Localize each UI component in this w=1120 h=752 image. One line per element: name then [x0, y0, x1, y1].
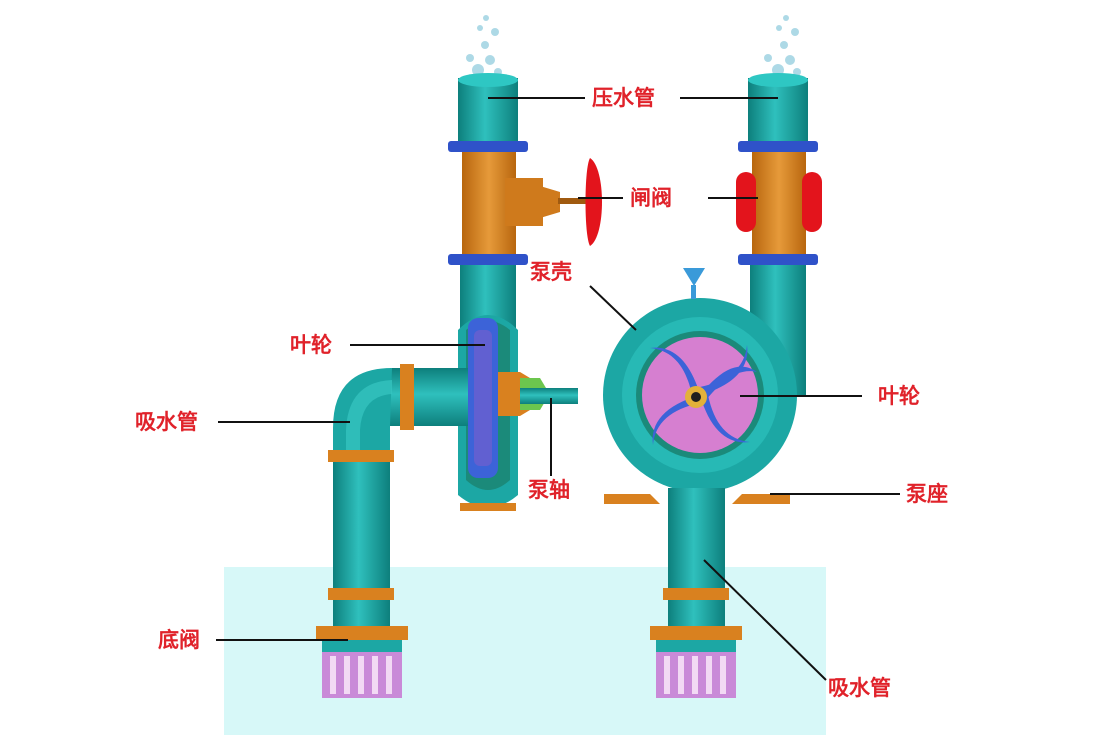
pump-base-foot-right — [732, 494, 790, 504]
discharge-pipe-left — [458, 78, 518, 148]
blue-flange-right-bottom — [738, 254, 818, 265]
water-spray-right — [764, 15, 801, 76]
blue-flange-left-bottom — [448, 254, 528, 265]
discharge-pipe-left-mouth — [458, 73, 518, 87]
foot-valve-neck-right — [668, 600, 725, 628]
casing-foot-left — [460, 503, 516, 511]
blue-flange-right-top — [738, 141, 818, 152]
suction-vertical-left — [333, 462, 390, 590]
priming-funnel — [683, 268, 705, 286]
foot-valve-body-left — [322, 640, 402, 652]
gate-valve-handwheel-left — [585, 158, 602, 246]
strainer-right — [656, 652, 736, 698]
leader-casing — [589, 285, 637, 331]
gate-valve-wheel-right-half — [802, 172, 822, 232]
water-spray-left — [466, 15, 502, 76]
pump-shaft-side — [520, 388, 578, 404]
foot-valve-neck-left — [333, 600, 390, 628]
gate-valve-wheel-left-half — [736, 172, 756, 232]
label-pump-casing: 泵壳 — [530, 260, 572, 284]
orange-flange-right-v — [663, 588, 729, 600]
impeller-side-core — [474, 330, 492, 466]
foot-valve-flange-left — [316, 626, 408, 640]
foot-valve-body-right — [656, 640, 736, 652]
label-impeller-side: 叶轮 — [290, 333, 332, 357]
label-gate-valve: 闸阀 — [630, 186, 672, 210]
foot-valve-flange-right — [650, 626, 742, 640]
pump-base-foot-left — [604, 494, 660, 504]
valve-bonnet-left — [540, 186, 560, 218]
label-suction-pipe-left: 吸水管 — [135, 410, 198, 434]
priming-funnel-stem — [691, 285, 696, 299]
label-pump-base: 泵座 — [906, 482, 948, 506]
label-discharge-pipe: 压水管 — [592, 86, 655, 110]
discharge-pipe-right-mouth — [748, 73, 808, 87]
blue-flange-left-top — [448, 141, 528, 152]
strainer-left — [322, 652, 402, 698]
leader-lines — [216, 97, 900, 681]
orange-flange-suction-v2 — [328, 588, 394, 600]
gate-valve-body-right — [752, 152, 806, 255]
tee-branch — [505, 178, 543, 226]
suction-elbow-highlight — [346, 380, 392, 460]
label-impeller-front: 叶轮 — [878, 384, 920, 408]
label-pump-shaft: 泵轴 — [528, 478, 570, 502]
valve-stem-left — [558, 198, 594, 204]
discharge-pipe-right — [748, 78, 808, 148]
orange-flange-suction-h — [400, 364, 414, 430]
label-suction-pipe-right: 吸水管 — [828, 676, 891, 700]
orange-flange-suction-v1 — [328, 450, 394, 462]
shaft-front — [691, 392, 701, 402]
suction-vertical-right — [668, 488, 725, 590]
label-foot-valve: 底阀 — [158, 628, 200, 652]
leader-suction-right — [703, 559, 827, 681]
